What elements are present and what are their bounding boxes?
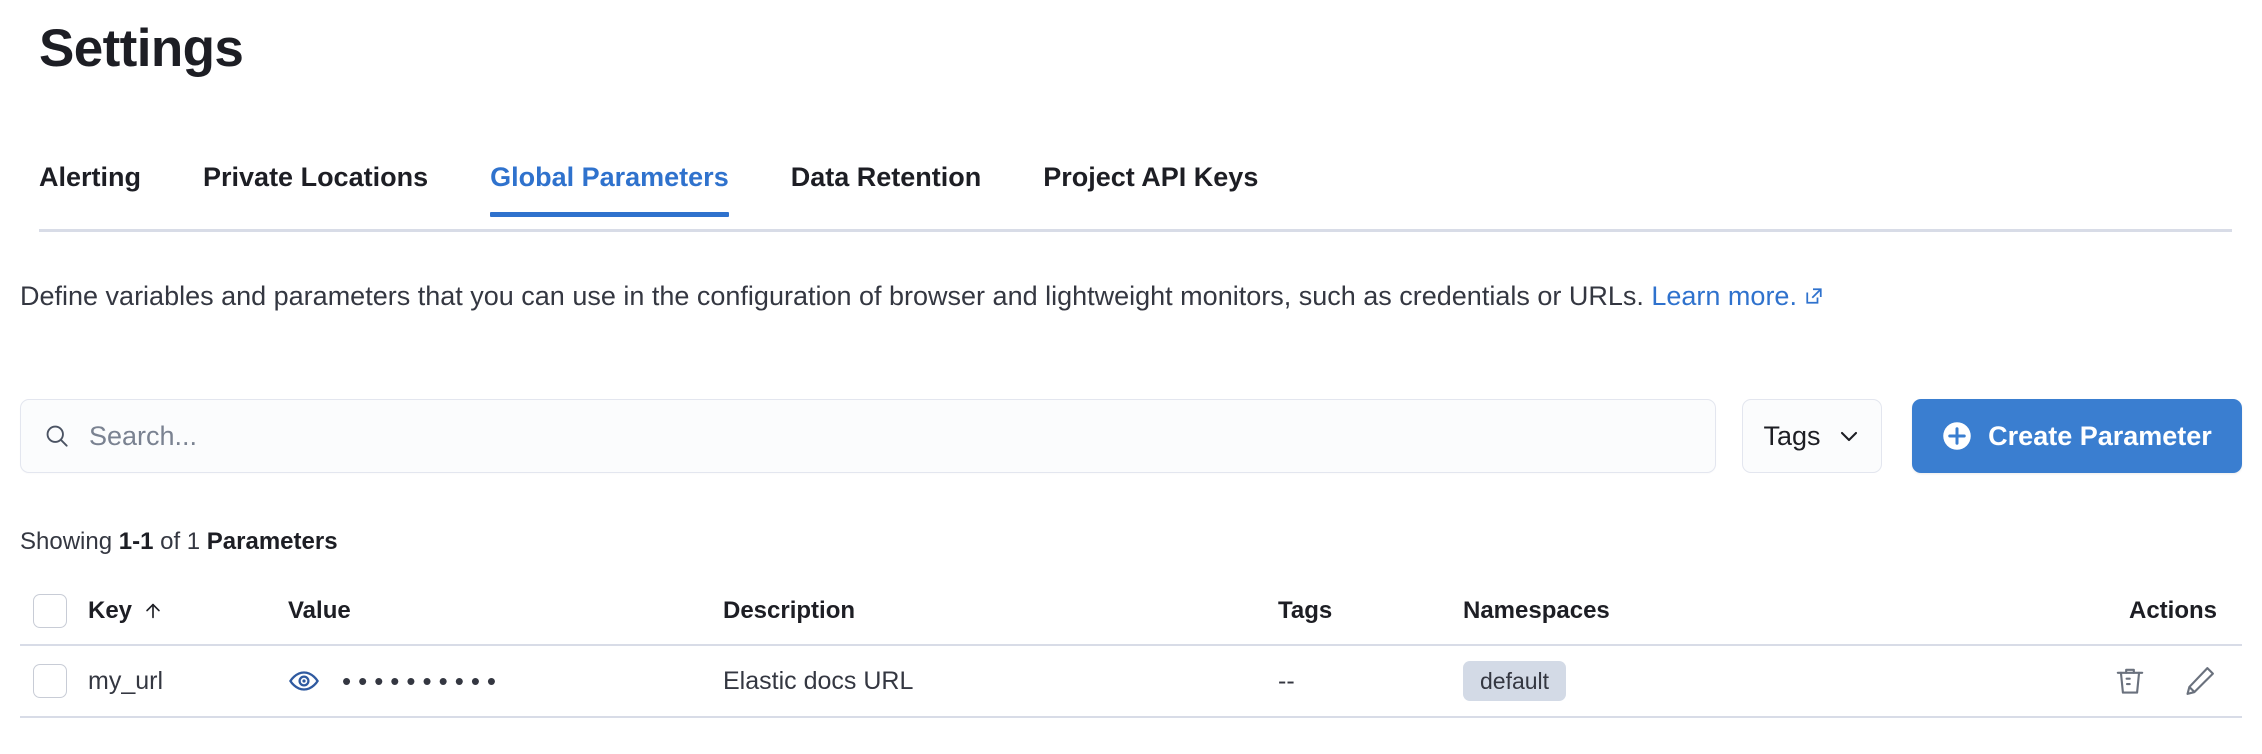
tab-alerting[interactable]: Alerting xyxy=(39,162,142,192)
results-range: 1-1 xyxy=(118,528,154,555)
tab-project-api-keys[interactable]: Project API Keys xyxy=(1043,162,1259,192)
column-header-description-label: Description xyxy=(723,597,856,624)
results-middle: of 1 xyxy=(153,528,207,555)
cell-actions xyxy=(2042,664,2242,698)
toolbar: Tags Create Parameter xyxy=(20,399,2242,473)
column-header-value-label: Value xyxy=(288,597,351,624)
results-prefix: Showing xyxy=(20,528,119,555)
row-select-checkbox[interactable] xyxy=(33,664,67,698)
column-header-value[interactable]: Value xyxy=(288,597,723,625)
table-row[interactable]: my_url •••••••••• Elastic docs URL -- de… xyxy=(20,646,2242,718)
chevron-down-icon xyxy=(1837,424,1861,448)
namespace-badge: default xyxy=(1463,660,1567,702)
tab-global-parameters[interactable]: Global Parameters xyxy=(459,160,760,217)
column-header-actions-label: Actions xyxy=(2128,597,2217,624)
parameters-table: Key Value Description Tags xyxy=(20,578,2242,718)
column-header-tags[interactable]: Tags xyxy=(1278,597,1463,625)
table-header: Key Value Description Tags xyxy=(20,578,2242,646)
select-all-cell xyxy=(20,594,88,628)
results-count: Showing 1-1 of 1 Parameters xyxy=(20,526,338,558)
tags-filter-label: Tags xyxy=(1763,420,1821,451)
plus-circle-icon xyxy=(1942,421,1972,451)
tab-data-retention[interactable]: Data Retention xyxy=(790,162,982,192)
settings-tabs: Alerting Private Locations Global Parame… xyxy=(39,160,2232,232)
row-select-cell xyxy=(20,664,88,698)
tags-filter-button[interactable]: Tags xyxy=(1742,399,1882,473)
tab-private-locations[interactable]: Private Locations xyxy=(203,162,429,192)
pencil-icon[interactable] xyxy=(2183,664,2217,698)
column-header-description[interactable]: Description xyxy=(723,597,1278,625)
cell-tags: -- xyxy=(1278,666,1295,695)
eye-icon[interactable] xyxy=(288,665,320,697)
cell-key: my_url xyxy=(88,666,164,695)
search-icon xyxy=(43,422,71,450)
column-header-actions: Actions xyxy=(2042,597,2242,625)
cell-namespaces: default xyxy=(1463,660,2042,702)
create-parameter-label: Create Parameter xyxy=(1988,420,2212,451)
trash-icon[interactable] xyxy=(2113,664,2147,698)
learn-more-link[interactable]: Learn more. xyxy=(1651,281,1797,311)
page-title: Settings xyxy=(39,19,244,78)
column-header-tags-label: Tags xyxy=(1278,597,1333,624)
search-input[interactable] xyxy=(89,400,1693,472)
create-parameter-button[interactable]: Create Parameter xyxy=(1912,399,2242,473)
column-header-key-label: Key xyxy=(88,597,133,624)
results-entity: Parameters xyxy=(206,528,338,555)
cell-description: Elastic docs URL xyxy=(723,666,914,695)
table-header-row: Key Value Description Tags xyxy=(20,578,2242,646)
column-header-namespaces[interactable]: Namespaces xyxy=(1463,597,2042,625)
column-header-namespaces-label: Namespaces xyxy=(1463,597,1610,624)
description-text: Define variables and parameters that you… xyxy=(20,272,2250,320)
table-body: my_url •••••••••• Elastic docs URL -- de… xyxy=(20,646,2242,718)
masked-value: •••••••••• xyxy=(342,666,504,696)
external-link-icon[interactable] xyxy=(1804,286,1824,306)
description-body: Define variables and parameters that you… xyxy=(20,281,1652,311)
search-box[interactable] xyxy=(20,399,1716,473)
cell-value: •••••••••• xyxy=(288,665,723,697)
arrow-up-icon xyxy=(142,600,164,622)
select-all-checkbox[interactable] xyxy=(33,594,67,628)
column-header-key[interactable]: Key xyxy=(88,597,288,625)
